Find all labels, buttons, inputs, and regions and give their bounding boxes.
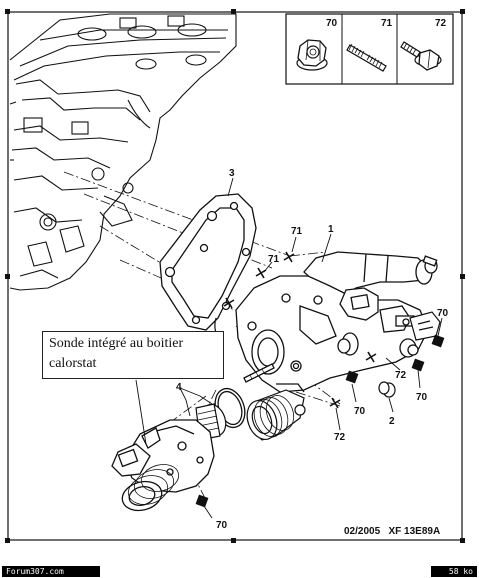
thermostat-housing [235, 251, 438, 393]
callout-4: 4 [176, 382, 182, 393]
flange-nut-icon [296, 39, 328, 71]
source-watermark: Forum307.com [2, 566, 100, 577]
callout-70-a: 70 [437, 308, 449, 319]
footer-bar [0, 566, 479, 578]
drawing-reference: 02/2005 XF 13E89A [344, 526, 440, 537]
thermostat-casting [111, 419, 215, 512]
legend-ref-70: 70 [326, 18, 338, 29]
plug-cap [378, 381, 396, 398]
engine-block [9, 13, 237, 291]
callout-2: 2 [389, 416, 395, 427]
flange-bolt-icon [400, 41, 442, 71]
nut-markers [195, 334, 445, 508]
callout-3: 3 [229, 168, 235, 179]
sensor-annotation-box: Sonde intégré au boitier calorstat [42, 331, 224, 379]
callout-71-a: 71 [291, 226, 303, 237]
callout-72-a: 72 [395, 370, 407, 381]
parts-legend: 70 71 72 [285, 13, 454, 85]
callout-70-c: 70 [416, 392, 428, 403]
legend-ref-72: 72 [435, 18, 447, 29]
gasket [159, 193, 257, 331]
sensor-plug [409, 311, 441, 341]
annotation-line-2: calorstat [49, 356, 97, 371]
outlet-pipe [246, 389, 306, 441]
callout-70-b: 70 [354, 406, 366, 417]
callout-70-d: 70 [216, 520, 228, 531]
callout-72-b: 72 [334, 432, 346, 443]
leader-lines [135, 177, 443, 519]
legend-ref-71: 71 [381, 18, 393, 29]
file-size-badge: 58 ko [431, 566, 477, 577]
annotation-line-1: Sonde intégré au boitier [49, 336, 184, 351]
stud-icon [346, 43, 387, 72]
callout-1: 1 [328, 224, 334, 235]
callout-71-b: 71 [268, 254, 280, 265]
